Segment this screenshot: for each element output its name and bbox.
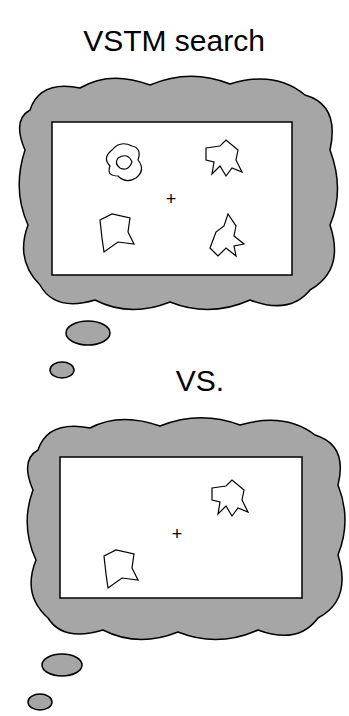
- display-frame: [52, 122, 292, 275]
- display-frame: [60, 457, 302, 598]
- shape-stimulus: [206, 140, 242, 176]
- shape-stimulus: [100, 214, 134, 252]
- shape-stimulus: [210, 214, 244, 256]
- thought-cloud: [27, 418, 345, 640]
- thought-bubble: [66, 321, 110, 345]
- title-text: VSTM search: [83, 24, 265, 57]
- fixation-cross: +: [166, 190, 177, 210]
- thought-bubble: [42, 654, 82, 676]
- shape-stimulus: [106, 144, 141, 181]
- thought-bubble: [50, 362, 74, 378]
- thought-bubble: [28, 694, 52, 710]
- comparison-label: VS.: [176, 364, 224, 397]
- shape-stimulus: [212, 480, 248, 516]
- fixation-cross: +: [172, 525, 183, 545]
- shape-stimulus: [104, 550, 138, 588]
- thought-cloud: [19, 76, 337, 309]
